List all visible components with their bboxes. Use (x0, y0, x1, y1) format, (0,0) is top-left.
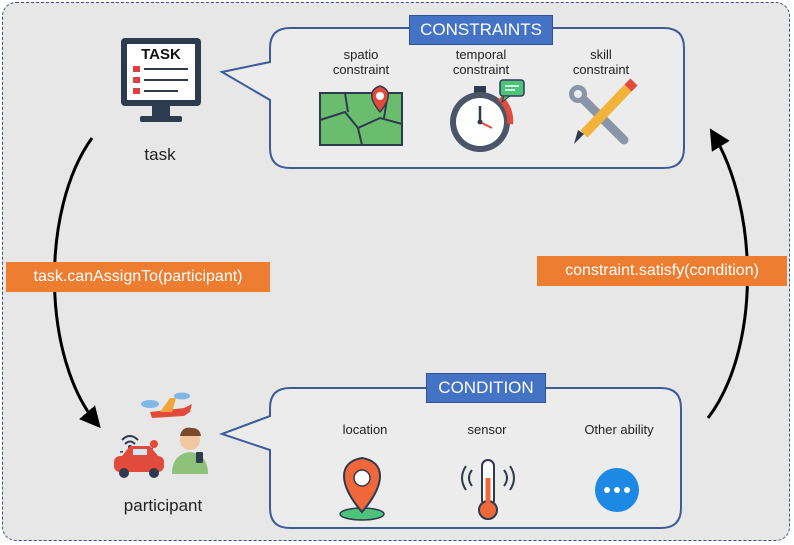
temporal-constraint-label: temporal constraint (452, 47, 510, 77)
participant-icon (114, 392, 208, 478)
location-pin-icon (339, 456, 385, 521)
task-monitor-icon (121, 38, 201, 122)
more-icon (595, 468, 639, 512)
location-label: location (342, 422, 388, 437)
stopwatch-icon (450, 79, 525, 152)
task-label: task (144, 145, 176, 164)
skill-constraint-label: skill constraint (572, 47, 630, 77)
constraints-title: CONSTRAINTS (409, 15, 553, 45)
other-ability-label: Other ability (584, 422, 654, 437)
map-pin-icon (319, 85, 403, 146)
condition-title: CONDITION (426, 373, 546, 403)
thermometer-icon (461, 459, 515, 520)
tools-icon (569, 78, 638, 145)
condition-box (219, 387, 682, 529)
satisfy-relation-label: constraint.satisfy(condition) (537, 256, 787, 286)
task-icon-text: TASK (141, 46, 181, 63)
assign-relation-label: task.canAssignTo(participant) (6, 262, 270, 292)
sensor-label: sensor (467, 422, 507, 437)
spatio-constraint-label: spatio constraint (332, 47, 390, 77)
participant-label: participant (123, 496, 203, 515)
